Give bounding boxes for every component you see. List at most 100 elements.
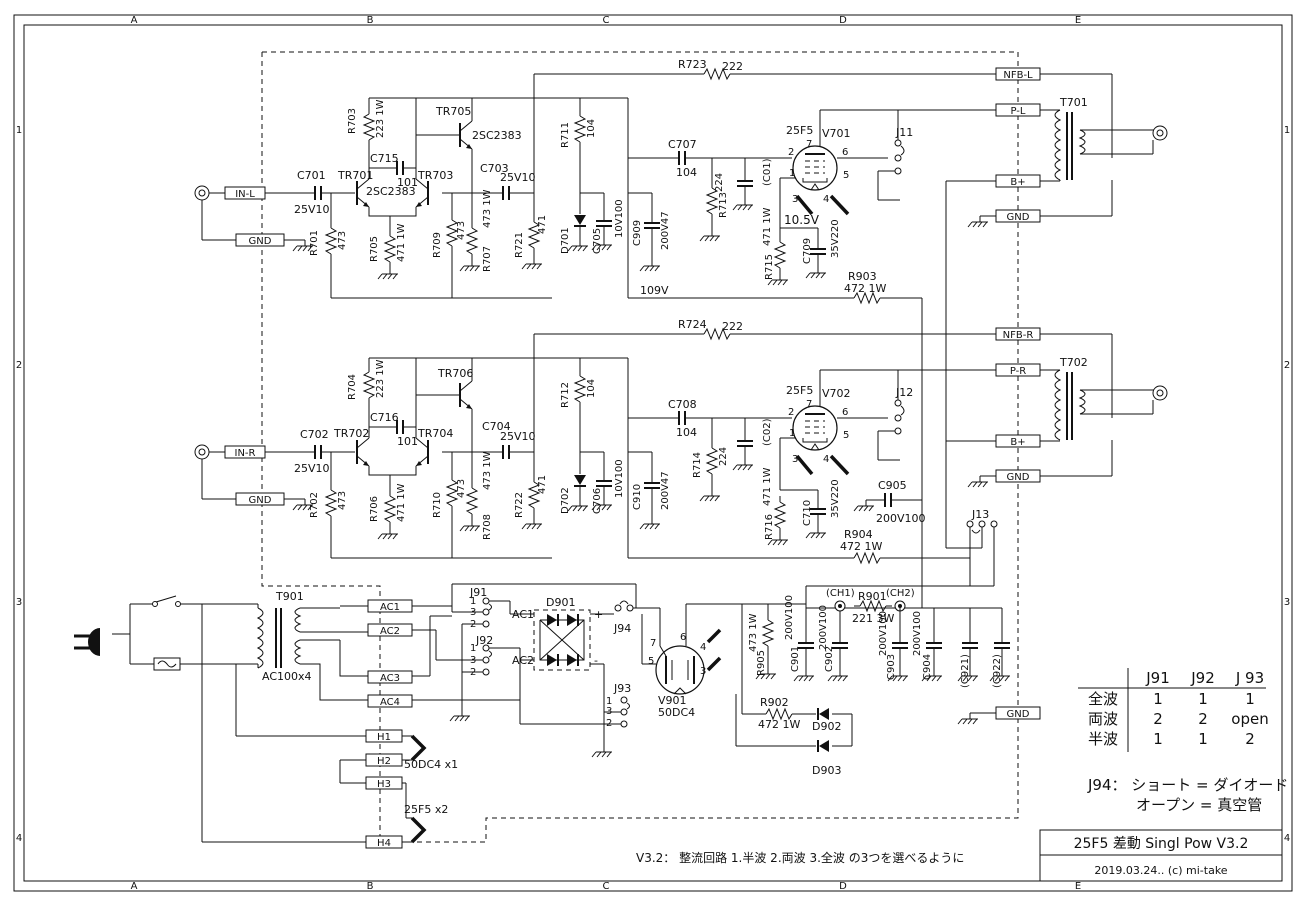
r708-label: R708 — [482, 514, 493, 540]
jt-header-j91: J91 — [1145, 669, 1170, 687]
grid-row-left-1: 1 — [16, 125, 22, 136]
c709-label: C709 — [802, 238, 813, 264]
r712-label: R712 — [560, 382, 571, 408]
grid-row-left-3: 3 — [16, 597, 22, 608]
jt-cell-r2-c3: 2 — [1245, 730, 1255, 748]
r904-label: R904 — [844, 528, 873, 541]
d901-ac1: AC1 — [512, 608, 534, 621]
c905-label: C905 — [878, 479, 907, 492]
bplus-r-label: B+ — [1010, 437, 1025, 448]
ac1-label: AC1 — [380, 602, 400, 613]
chassis-outline — [261, 51, 1019, 843]
jt-cell-r1-c3: open — [1231, 710, 1268, 728]
grid-col-bottom-C: C — [603, 881, 610, 892]
v701-pin4: 4 — [823, 194, 829, 205]
c709-value: 35V220 — [830, 219, 841, 258]
r710-value: 473 — [456, 479, 467, 498]
gnd-out-r-label: GND — [1007, 472, 1030, 483]
gnd-r-label: GND — [249, 495, 272, 506]
ch2-label: (CH2) — [886, 588, 915, 599]
c710-label: C710 — [802, 500, 813, 526]
v702-type: 25F5 — [786, 384, 813, 397]
v702-pin1: 1 — [789, 428, 795, 439]
d903-label: D903 — [812, 764, 841, 777]
channel-left: IN-L C701 25V10 GND R701 473 TR701 2SC23… — [194, 58, 1168, 304]
jt-cell-r0-c3: 1 — [1245, 690, 1255, 708]
v702-pin7: 7 — [806, 399, 812, 410]
grid-col-top-E: E — [1075, 15, 1081, 26]
c704-label: C704 — [482, 420, 511, 433]
j11-label: J11 — [895, 126, 913, 139]
grid-row-left-4: 4 — [16, 833, 22, 844]
grid-row-right-2: 2 — [1284, 360, 1290, 371]
grid-col-bottom-A: A — [131, 881, 138, 892]
r714-label: R714 — [692, 452, 703, 478]
c704-value: 25V10 — [500, 430, 536, 443]
nfb-r-label: NFB-R — [1003, 330, 1034, 341]
v702-pin4: 4 — [823, 454, 829, 465]
grid-row-right-3: 3 — [1284, 597, 1290, 608]
c710-value: 35V220 — [830, 479, 841, 518]
r716-label: R716 — [764, 514, 775, 540]
r702-label: R702 — [309, 492, 320, 518]
c706-value: 10V100 — [614, 459, 625, 498]
d701-label: D701 — [560, 227, 571, 254]
d901-minus: - — [594, 654, 598, 667]
h2-label: H2 — [377, 756, 391, 767]
v701-label: V701 — [822, 127, 851, 140]
drawing-frame — [23, 24, 1283, 882]
jt-cell-r1-c0: 両波 — [1088, 710, 1118, 728]
in-r-label: IN-R — [235, 448, 256, 459]
r715-value: 471 1W — [762, 207, 773, 246]
jt-cell-r0-c1: 1 — [1153, 690, 1163, 708]
c716-label: C716 — [370, 411, 399, 424]
nfb-l-label: NFB-L — [1003, 70, 1033, 81]
r711-value: 104 — [586, 119, 597, 138]
r903-label: R903 — [848, 270, 877, 283]
r707-value: 473 1W — [482, 189, 493, 228]
j93-label: J93 — [613, 682, 631, 695]
v701-pin7: 7 — [806, 139, 812, 150]
c707-value: 104 — [676, 166, 697, 179]
title-text: 25F5 差動 Singl Pow V3.2 — [1074, 836, 1249, 852]
gnd-psu-label: GND — [1007, 709, 1030, 720]
c706-label: C706 — [592, 488, 603, 514]
c901-value: 200V100 — [784, 595, 795, 640]
j91-label: J91 — [469, 586, 487, 599]
v701-pin1: 1 — [789, 168, 795, 179]
jt-cell-r0-c2: 1 — [1198, 690, 1208, 708]
p-r-label: P-R — [1010, 366, 1026, 377]
r701-label: R701 — [309, 230, 320, 256]
c715-label: C715 — [370, 152, 399, 165]
tr702-label: TR702 — [333, 427, 369, 440]
c909-label: C909 — [632, 220, 643, 246]
d901-bridge — [533, 609, 591, 671]
tr705-type: 2SC2383 — [472, 129, 522, 142]
r703-value: 223 1W — [375, 99, 386, 138]
d702-label: D702 — [560, 487, 571, 514]
version-note: V3.2： 整流回路 1.半波 2.両波 3.全波 の3つを選べるように — [636, 850, 964, 865]
h3-label: H3 — [377, 779, 391, 790]
j92-pin1: 1 — [470, 643, 476, 654]
ac100x4-label: AC100x4 — [262, 670, 312, 683]
r723-label: R723 — [678, 58, 707, 71]
v701-pin2: 2 — [788, 147, 794, 158]
j93-pin2: 2 — [606, 718, 612, 729]
gnd-out-l-label: GND — [1007, 212, 1030, 223]
r712-value: 104 — [586, 379, 597, 398]
r704-value: 223 1W — [375, 359, 386, 398]
r905-value: 473 1W — [748, 613, 759, 652]
r704-label: R704 — [347, 374, 358, 400]
v701-type: 25F5 — [786, 124, 813, 137]
c701-value: 25V10 — [294, 203, 330, 216]
h1-label: H1 — [377, 732, 391, 743]
r708-value: 473 1W — [482, 451, 493, 490]
v702-pin2: 2 — [788, 407, 794, 418]
outer-frame — [13, 14, 1293, 892]
voltage-109v: 109V — [640, 284, 669, 297]
ac3-connector — [367, 670, 413, 684]
c705-value: 10V100 — [614, 199, 625, 238]
c910-value: 200V47 — [660, 471, 671, 510]
c904-label: C904 — [922, 654, 933, 680]
ac4-connector — [367, 694, 413, 708]
